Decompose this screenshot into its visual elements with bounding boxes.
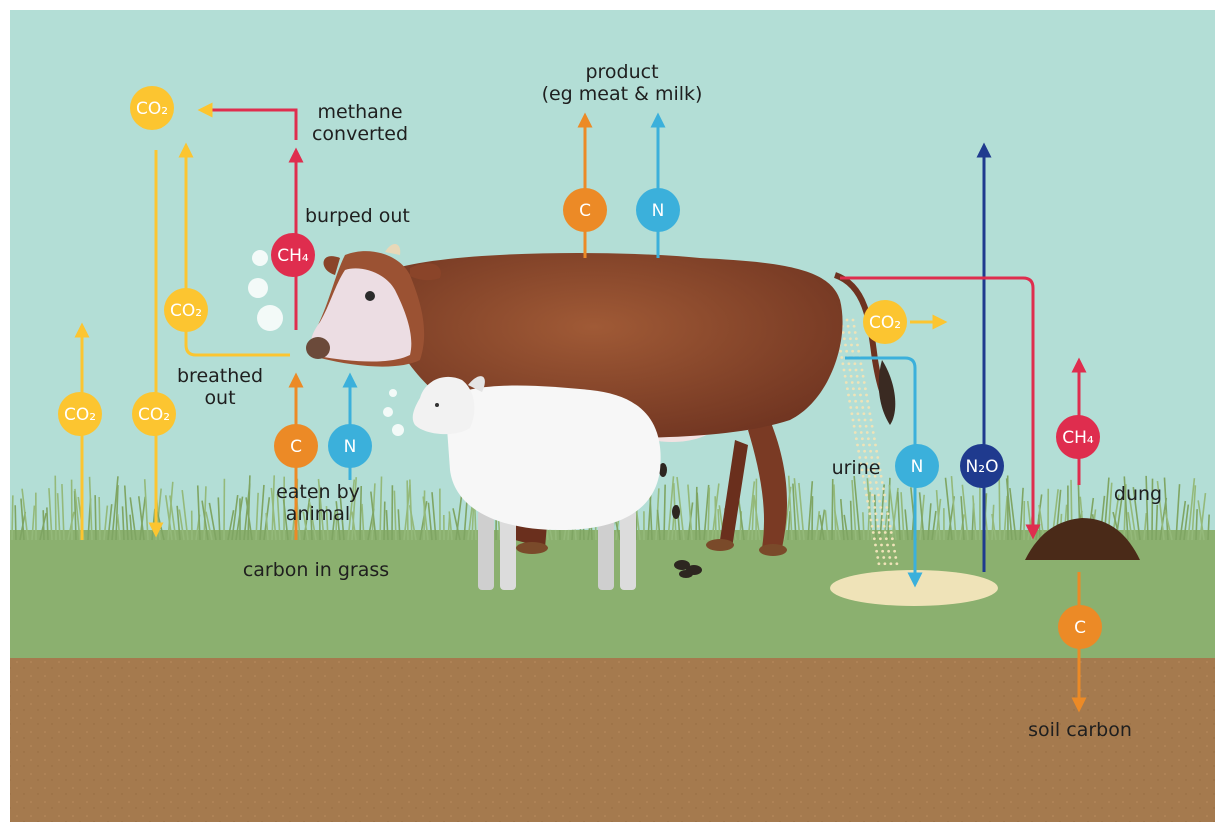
co2-badge-breathed: CO₂ xyxy=(164,288,208,332)
product-label: product xyxy=(585,61,658,83)
nitrogen-badge-eaten: N xyxy=(328,424,372,468)
carbon-in-grass-label: carbon in grass xyxy=(243,559,389,581)
methane-converted-label-2: converted xyxy=(312,123,408,145)
svg-text:N: N xyxy=(344,437,357,457)
methane-converted-label-1: methane xyxy=(317,101,402,123)
carbon-badge-soil: C xyxy=(1058,605,1102,649)
co2-badge-cow: CO₂ xyxy=(863,300,907,344)
ch4-badge-dung: CH₄ xyxy=(1056,415,1100,459)
carbon-badge-product: C xyxy=(563,188,607,232)
soil-carbon-label: soil carbon xyxy=(1028,719,1132,741)
svg-text:C: C xyxy=(579,201,591,221)
carbon-badge-eaten: C xyxy=(274,424,318,468)
co2-badge-down: CO₂ xyxy=(132,392,176,436)
svg-text:CO₂: CO₂ xyxy=(136,99,168,119)
svg-text:C: C xyxy=(290,437,302,457)
n2o-badge: N₂O xyxy=(960,444,1004,488)
svg-text:CO₂: CO₂ xyxy=(869,313,901,333)
eaten-by-animal-label-1: eaten by xyxy=(276,481,360,503)
svg-text:CO₂: CO₂ xyxy=(138,405,170,425)
ch4-badge-burped: CH₄ xyxy=(271,233,315,277)
co2-badge-top: CO₂ xyxy=(130,86,174,130)
eaten-by-animal-label-2: animal xyxy=(286,503,350,525)
product-sub-label: (eg meat & milk) xyxy=(542,83,703,105)
nitrogen-badge-product: N xyxy=(636,188,680,232)
svg-text:N: N xyxy=(911,457,924,477)
svg-text:CO₂: CO₂ xyxy=(64,405,96,425)
breathed-out-label-2: out xyxy=(204,387,235,409)
co2-badge-left: CO₂ xyxy=(58,392,102,436)
urine-label: urine xyxy=(832,457,881,479)
svg-text:N₂O: N₂O xyxy=(966,457,999,477)
svg-text:N: N xyxy=(652,201,665,221)
svg-text:C: C xyxy=(1074,618,1086,638)
svg-text:CH₄: CH₄ xyxy=(1062,428,1094,448)
burped-out-label: burped out xyxy=(305,205,410,227)
breathed-out-label-1: breathed xyxy=(177,365,263,387)
nitrogen-badge-urine: N xyxy=(895,444,939,488)
svg-text:CH₄: CH₄ xyxy=(277,246,309,266)
dung-label: dung xyxy=(1114,483,1162,505)
svg-text:CO₂: CO₂ xyxy=(170,301,202,321)
